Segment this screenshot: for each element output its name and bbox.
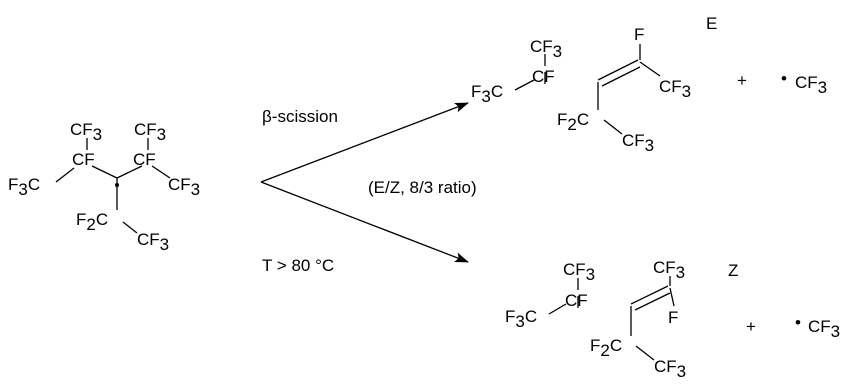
product-e-right-cf3: CF3 (659, 77, 691, 101)
arrow-to-e-product (260, 102, 469, 183)
reaction-arrows (260, 102, 469, 263)
trifluoromethyl-radical: CF3 (795, 73, 827, 97)
product-e-f2c: F2C (557, 110, 589, 134)
bond (151, 165, 171, 179)
byproduct-e: + • CF3 (737, 69, 827, 97)
plus-sign: + (737, 71, 747, 90)
product-z-lower-cf3: CF3 (654, 357, 686, 381)
bond (116, 165, 143, 179)
product-z-top-cf3: CF3 (563, 260, 595, 284)
bond (55, 167, 75, 183)
product-z-carbon-a: CF (565, 291, 588, 310)
double-bond (630, 285, 669, 305)
radical-dot: • (781, 69, 787, 88)
product-e-lower-cf3: CF3 (622, 131, 654, 155)
product-z-left-f3c: F3C (505, 307, 537, 331)
product-e-molecule: CF3 F E F3C CF CF3 F2C CF3 (471, 14, 717, 155)
reactant-carbon-b: CF (133, 150, 156, 169)
product-e-top-cf3: CF3 (530, 37, 562, 61)
condition-ratio: (E/Z, 8/3 ratio) (368, 178, 477, 197)
radical-dot: • (795, 313, 801, 332)
reactant-carbon-a: CF (72, 150, 95, 169)
reactant-top-right-cf3: CF3 (134, 120, 166, 144)
product-e-isomer-label: E (706, 14, 717, 33)
product-z-top-right-cf3: CF3 (653, 258, 685, 282)
product-e-vinyl-f: F (634, 25, 644, 44)
bond (91, 165, 118, 179)
bond (122, 221, 138, 234)
reactant-top-left-cf3: CF3 (70, 120, 102, 144)
reactant-f2c: F2C (76, 210, 108, 234)
trifluoromethyl-radical: CF3 (808, 317, 840, 341)
product-e-carbon-a: CF (532, 67, 555, 86)
condition-beta-scission: β-scission (262, 107, 338, 126)
product-z-isomer-label: Z (728, 261, 738, 280)
byproduct-z: + • CF3 (746, 313, 840, 341)
condition-temperature: T > 80 °C (262, 256, 334, 275)
double-bond (601, 66, 641, 87)
bond (603, 119, 623, 135)
plus-sign: + (746, 317, 756, 336)
product-z-f2c: F2C (590, 336, 622, 360)
bond (635, 345, 655, 361)
reactant-lower-cf3: CF3 (137, 230, 169, 254)
radical-center-dot (115, 183, 119, 187)
reactant-molecule: CF3 CF3 F3C CF CF CF3 F2C CF3 (8, 120, 200, 254)
bond (514, 79, 535, 91)
reactant-left-f3c: F3C (8, 175, 40, 199)
product-z-vinyl-f: F (668, 308, 678, 327)
arrow-to-z-product (260, 181, 469, 263)
bond (639, 61, 661, 77)
product-e-left-f3c: F3C (471, 82, 503, 106)
product-z-molecule: CF3 CF3 Z F3C CF F F2C CF3 (505, 258, 738, 381)
double-bond (597, 59, 639, 81)
bond (669, 287, 675, 307)
double-bond (634, 292, 671, 311)
bond (548, 303, 567, 315)
reactant-right-cf3: CF3 (168, 175, 200, 199)
